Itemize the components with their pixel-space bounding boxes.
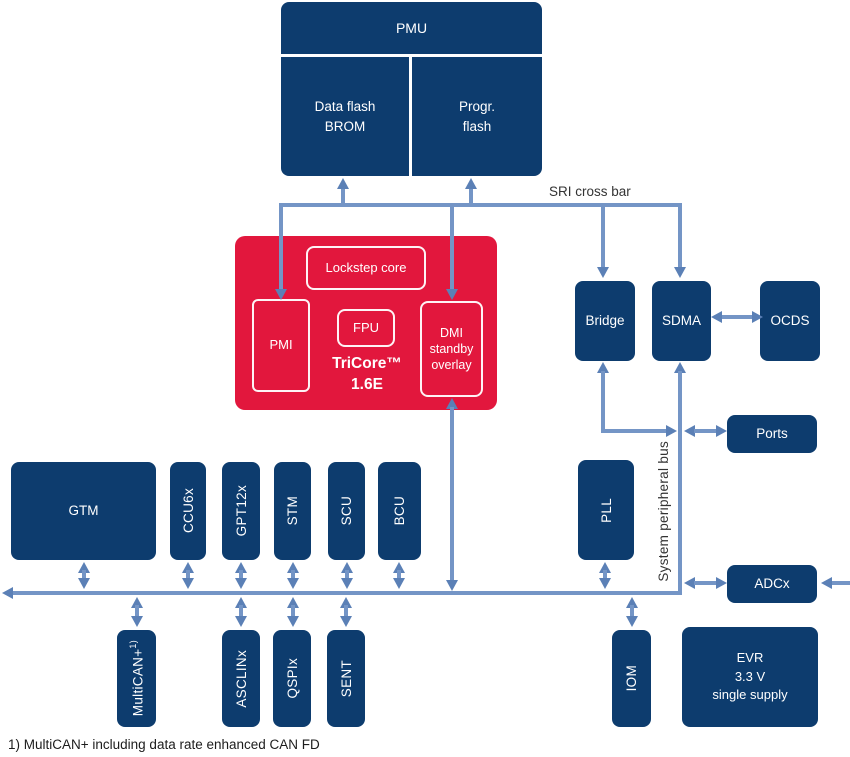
tricore-label: TriCore™ 1.6E <box>332 355 402 393</box>
block-ports: Ports <box>727 415 817 453</box>
asclinx-label: ASCLINx <box>233 649 249 708</box>
block-scu: SCU <box>328 462 365 560</box>
block-gpt12x: GPT12x <box>222 462 260 560</box>
block-pmu: PMU Data flash BROM Progr. flash <box>281 2 542 176</box>
block-tricore-complex: Lockstep core PMI FPU DMI standby overla… <box>235 236 497 410</box>
block-adcx: ADCx <box>727 565 817 603</box>
block-bridge: Bridge <box>575 281 635 361</box>
block-asclinx: ASCLINx <box>222 630 260 727</box>
block-sent: SENT <box>327 630 365 727</box>
pmu-horizontal-divider <box>281 54 542 57</box>
block-evr: EVR 3.3 V single supply <box>682 627 818 727</box>
footnote: 1) MultiCAN+ including data rate enhance… <box>8 737 320 752</box>
block-data-flash-brom: Data flash BROM <box>314 98 376 134</box>
block-pll: PLL <box>578 460 634 560</box>
block-bcu: BCU <box>378 462 421 560</box>
multican-label: MultiCAN+1) <box>127 640 146 717</box>
block-lockstep-core: Lockstep core <box>306 246 426 290</box>
block-ocds: OCDS <box>760 281 820 361</box>
ccu6x-label: CCU6x <box>180 488 196 534</box>
block-dmi-standby-overlay: DMI standby overlay <box>420 301 483 397</box>
pll-label: PLL <box>598 497 614 523</box>
pmu-title: PMU <box>395 19 428 36</box>
block-progr-flash: Progr. flash <box>458 98 496 134</box>
block-sdma: SDMA <box>652 281 711 361</box>
block-multican: MultiCAN+1) <box>117 630 156 727</box>
multican-footnote-ref: 1) <box>127 640 138 649</box>
sent-label: SENT <box>338 659 354 698</box>
stm-label: STM <box>285 496 300 526</box>
block-ccu6x: CCU6x <box>170 462 206 560</box>
gpt12x-label: GPT12x <box>233 485 249 537</box>
block-iom: IOM <box>612 630 651 727</box>
bcu-label: BCU <box>392 496 407 526</box>
block-qspix: QSPIx <box>273 630 311 727</box>
block-fpu: FPU <box>337 309 395 347</box>
block-gtm: GTM <box>11 462 156 560</box>
pmu-vertical-divider <box>409 57 412 176</box>
scu-label: SCU <box>339 496 354 526</box>
iom-label: IOM <box>624 665 639 692</box>
qspix-label: QSPIx <box>284 658 300 699</box>
block-pmi: PMI <box>252 299 310 392</box>
block-stm: STM <box>274 462 311 560</box>
